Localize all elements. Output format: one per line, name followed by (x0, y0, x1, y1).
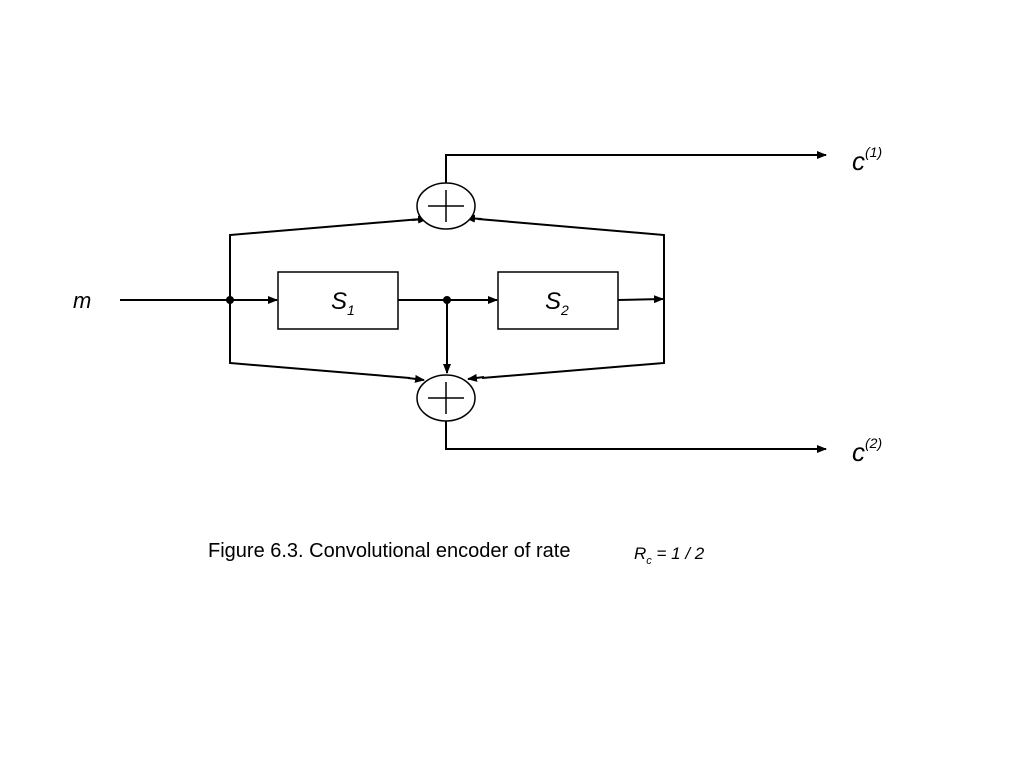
rate-subscript: c (646, 555, 652, 567)
arrow-right-bottom-adder (467, 373, 485, 382)
s2-label-base: S (545, 288, 561, 315)
output-2-label-superscript: (2) (865, 435, 882, 451)
rate-value: = 1 / 2 (656, 544, 705, 563)
s1-label: S1 (331, 288, 355, 318)
output-2-wire (445, 421, 827, 453)
s2-label-subscript: 2 (560, 302, 569, 318)
input-label: m (73, 288, 91, 313)
shift-register-s2 (497, 271, 619, 330)
output-1-label: c(1) (852, 144, 882, 176)
wire-s2-out (617, 295, 664, 304)
wire-left-to-top-adder (229, 218, 422, 300)
output-2-label-base: c (852, 437, 865, 467)
shift-register-s1 (277, 271, 399, 330)
rate-expression: Rc = 1 / 2 (634, 544, 705, 567)
output-1-label-base: c (852, 146, 865, 176)
s1-label-base: S (331, 288, 347, 315)
s1-label-subscript: 1 (347, 302, 355, 318)
middle-junction-dot (443, 296, 451, 304)
wire-right-to-bottom-adder (481, 300, 665, 379)
s2-label: S2 (545, 288, 569, 318)
wire-right-to-top-adder (477, 218, 665, 300)
arrow-left-bottom-adder (407, 374, 425, 383)
figure-caption: Figure 6.3. Convolutional encoder of rat… (208, 540, 571, 562)
input-junction-dot (226, 296, 234, 304)
output-2-label: c(2) (852, 435, 882, 467)
output-1-label-superscript: (1) (865, 144, 882, 160)
wire-left-to-bottom-adder (229, 300, 411, 379)
rate-symbol: R (634, 544, 647, 563)
output-1-wire (445, 151, 827, 183)
